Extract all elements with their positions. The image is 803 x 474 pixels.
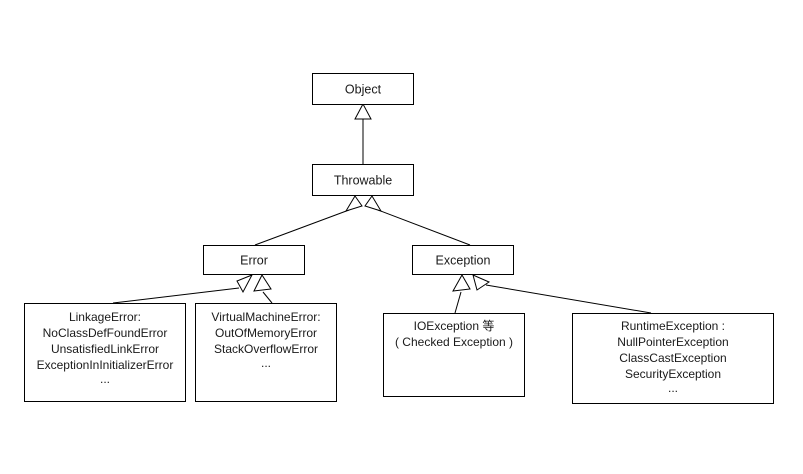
edge-error-to-throwable [254,195,363,246]
node-io-exception-line-1: ( Checked Exception ) [395,335,513,349]
edge-runtime-exception-to-exception [472,274,652,314]
edge-line [254,209,350,246]
node-runtime-exception-line-4: ... [668,381,678,395]
generalization-arrow-icon [364,195,383,212]
edge-io-exception-to-exception [452,273,471,314]
node-error-box[interactable] [203,245,305,275]
node-exception[interactable]: Exception [412,245,514,275]
node-object[interactable]: Object [312,73,414,105]
node-runtime-exception-line-1: NullPointerException [617,335,728,349]
node-virtual-machine-error-line-0: VirtualMachineError: [211,310,320,324]
node-io-exception[interactable]: IOException 等 ( Checked Exception ) [383,313,525,397]
generalization-arrow-icon [452,273,471,292]
node-runtime-exception-line-3: SecurityException [625,367,721,381]
node-error[interactable]: Error [203,245,305,275]
generalization-arrow-icon [253,273,272,292]
edge-line [112,287,240,304]
node-linkage-error-box[interactable] [24,303,186,402]
edge-line [377,209,471,246]
generalization-arrow-icon [354,102,372,120]
node-error-label: Error [240,253,268,267]
edge-throwable-to-object [354,102,372,164]
node-virtual-machine-error-line-3: ... [261,356,271,370]
node-linkage-error[interactable]: LinkageError: NoClassDefFoundError Unsat… [24,303,186,402]
node-runtime-exception[interactable]: RuntimeException : NullPointerException … [572,313,774,404]
node-linkage-error-line-4: ... [100,372,110,386]
node-object-label: Object [345,82,382,96]
edge-virtual-machine-error-to-error [253,273,273,304]
generalization-arrow-icon [344,195,363,212]
node-linkage-error-line-2: UnsatisfiedLinkError [51,342,159,356]
node-object-box[interactable] [312,73,414,105]
node-virtual-machine-error[interactable]: VirtualMachineError: OutOfMemoryError St… [195,303,337,402]
node-linkage-error-line-3: ExceptionInInitializerError [37,358,174,372]
node-virtual-machine-error-line-2: StackOverflowError [214,342,318,356]
node-linkage-error-line-0: LinkageError: [69,310,141,324]
node-throwable-box[interactable] [312,164,414,196]
generalization-arrow-icon [472,274,491,291]
node-exception-box[interactable] [412,245,514,275]
node-virtual-machine-error-box[interactable] [195,303,337,402]
node-io-exception-box[interactable] [383,313,525,397]
node-io-exception-line-0: IOException 等 [414,319,495,333]
node-linkage-error-line-1: NoClassDefFoundError [43,326,168,340]
node-exception-label: Exception [436,253,491,267]
edge-linkage-error-to-error [112,274,254,304]
node-runtime-exception-line-0: RuntimeException : [621,319,725,333]
edge-line [485,284,652,314]
edge-exception-to-throwable [364,195,471,246]
edge-line [262,291,273,304]
node-runtime-exception-box[interactable] [572,313,774,404]
node-virtual-machine-error-line-1: OutOfMemoryError [215,326,317,340]
node-throwable-label: Throwable [334,173,392,187]
node-runtime-exception-line-2: ClassCastException [619,351,726,365]
edge-line [454,291,462,314]
node-throwable[interactable]: Throwable [312,164,414,196]
generalization-arrow-icon [236,274,254,294]
